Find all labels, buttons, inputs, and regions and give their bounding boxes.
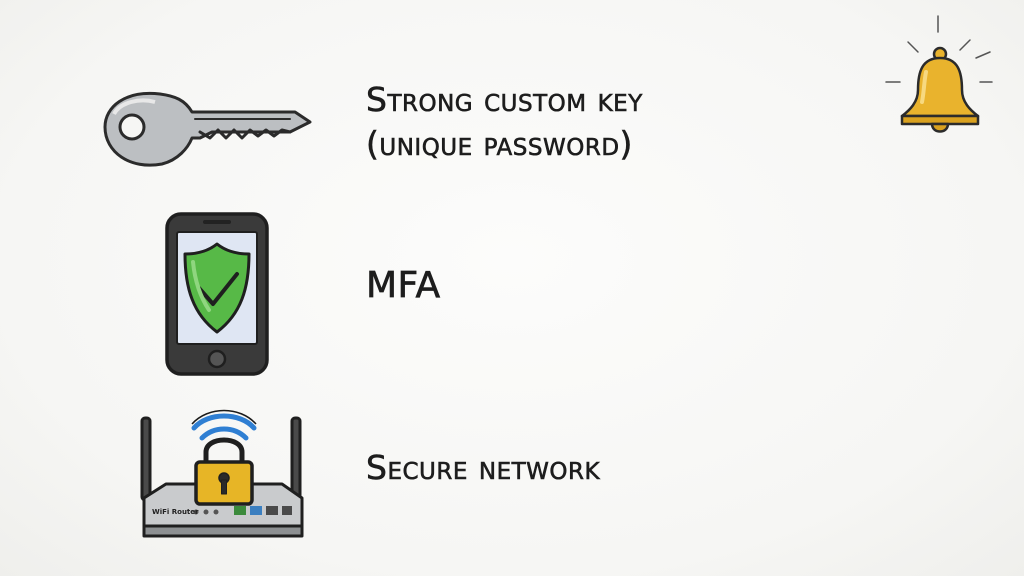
- key-label: Strong custom key (unique password): [366, 78, 643, 166]
- key-label-line2: (unique password): [366, 124, 633, 164]
- mfa-label: MFA: [366, 262, 441, 310]
- network-label: Secure network: [366, 444, 600, 492]
- key-icon: [103, 91, 312, 167]
- bell-icon: [885, 15, 993, 133]
- router-brand: WiFi Router: [152, 508, 199, 516]
- key-label-line1: Strong custom key: [366, 80, 643, 120]
- mfa-label-text: MFA: [366, 265, 441, 307]
- router-lock-icon: WiFi Router: [140, 409, 304, 538]
- phone-shield-icon: [165, 212, 269, 376]
- network-label-text: Secure network: [366, 448, 601, 488]
